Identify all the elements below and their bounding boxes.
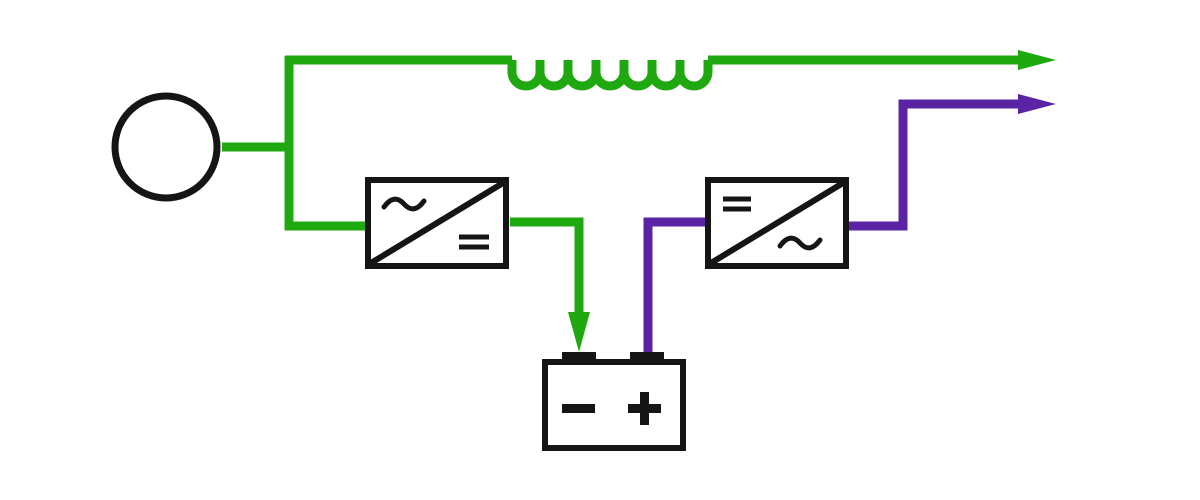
top-output-arrowhead [1018,50,1056,70]
bottom-output-arrowhead [1018,94,1056,114]
battery-positive-terminal [630,352,664,362]
rectifier-ac-symbol-icon [381,196,427,212]
ac-dc-converter-icon [365,177,509,269]
inductor-coil-icon [507,60,713,91]
battery-negative-terminal [562,352,596,362]
battery-charge-arrowhead [568,312,590,352]
battery-plus-vertical [640,392,649,425]
dc-ac-path-group [643,99,1020,356]
inverter-ac-symbol-icon [777,235,823,251]
rectifier-diagonal [369,180,505,266]
battery-to-inverter-wire [643,217,708,356]
dc-ac-converter-icon [705,177,849,269]
circle-source-icon [111,92,221,202]
inverter-diagonal [709,180,845,266]
inverter-output-wire [845,99,1020,231]
battery-icon [542,352,686,451]
battery-minus-icon [562,404,595,413]
rectifier-output-wire [510,217,584,320]
ac-path-group [222,55,1020,320]
